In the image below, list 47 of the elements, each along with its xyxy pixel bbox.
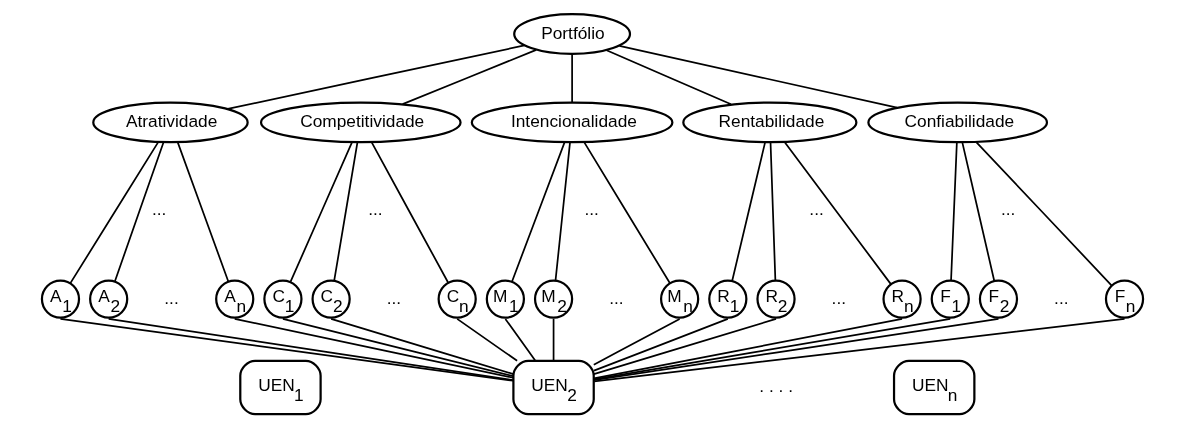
connector (289, 141, 353, 283)
connector (455, 317, 518, 362)
connector (949, 141, 958, 281)
connector (592, 317, 777, 375)
connector (554, 141, 571, 282)
connector (504, 317, 536, 362)
connector (552, 317, 554, 362)
connector (401, 48, 537, 105)
connector (592, 317, 680, 366)
node-ellipse: Competitividade (259, 101, 462, 143)
connector (618, 44, 898, 108)
label: ... (1000, 198, 1015, 219)
connector (783, 140, 892, 285)
connector (605, 48, 732, 105)
node-ellipse: Portfólio (512, 12, 631, 55)
connector (961, 141, 995, 282)
label: . . . . (758, 375, 793, 396)
connector (113, 141, 164, 282)
label: ... (367, 198, 383, 219)
connector (583, 141, 671, 284)
node-ellipse: Confiabilidade (866, 101, 1048, 143)
connector (730, 141, 766, 282)
connector (592, 317, 729, 371)
label: ... (163, 287, 179, 308)
label: ... (151, 198, 166, 219)
label: ... (1053, 287, 1069, 308)
connector (226, 44, 525, 110)
connector (233, 317, 514, 379)
connector (570, 52, 573, 103)
connector (332, 141, 358, 282)
label: ... (608, 287, 624, 308)
connector (176, 141, 229, 282)
label: ... (808, 198, 824, 219)
node-ellipse: Rentabilidade (681, 101, 857, 143)
label: ... (583, 198, 599, 219)
connector (510, 141, 565, 283)
connector (370, 141, 449, 284)
connector (975, 140, 1113, 286)
connector (769, 141, 776, 281)
label: ... (831, 287, 846, 308)
node-ellipse: Intencionalidade (470, 101, 673, 143)
node-ellipse: Atratividade (91, 101, 249, 143)
connector (329, 317, 514, 375)
connector (69, 140, 159, 284)
connector (592, 317, 1125, 382)
connector (281, 317, 514, 377)
label: ... (386, 287, 401, 308)
